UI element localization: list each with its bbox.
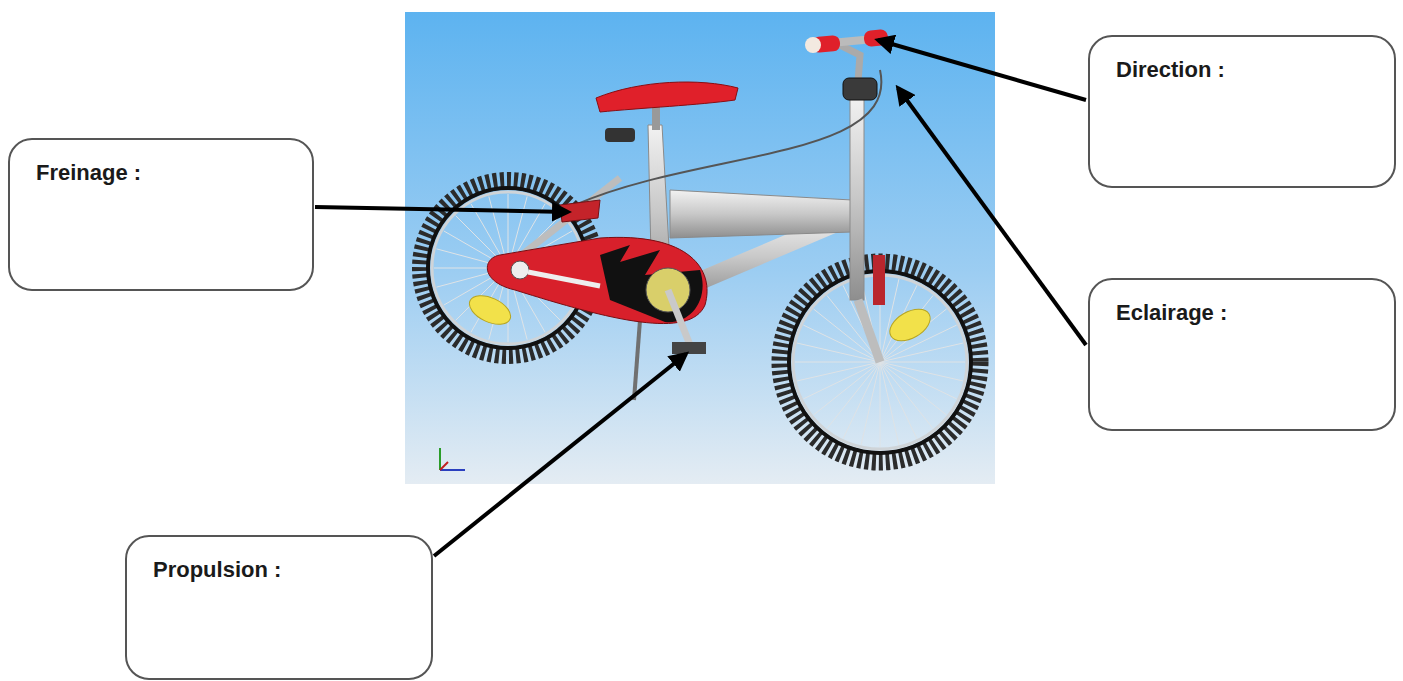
picture-background <box>405 12 995 484</box>
box-heading: Direction : <box>1090 37 1394 83</box>
crank <box>668 290 690 345</box>
answer-box: Propulsion : <box>125 535 433 680</box>
box-heading: Propulsion : <box>127 537 431 583</box>
leader-arrows <box>315 40 1086 556</box>
lamp <box>843 78 877 100</box>
answer-box: Direction : <box>1088 35 1396 188</box>
answer-box: Freinage : <box>8 138 314 291</box>
kickstand <box>634 320 640 400</box>
answer-box: Eclairage : <box>1088 278 1396 431</box>
axis-icon <box>440 448 465 470</box>
pedal <box>672 342 706 354</box>
box-heading: Freinage : <box>10 140 312 186</box>
brake-cable <box>575 70 881 205</box>
rear-light <box>605 128 635 142</box>
box-heading: Eclairage : <box>1090 280 1394 326</box>
seat <box>596 82 738 112</box>
